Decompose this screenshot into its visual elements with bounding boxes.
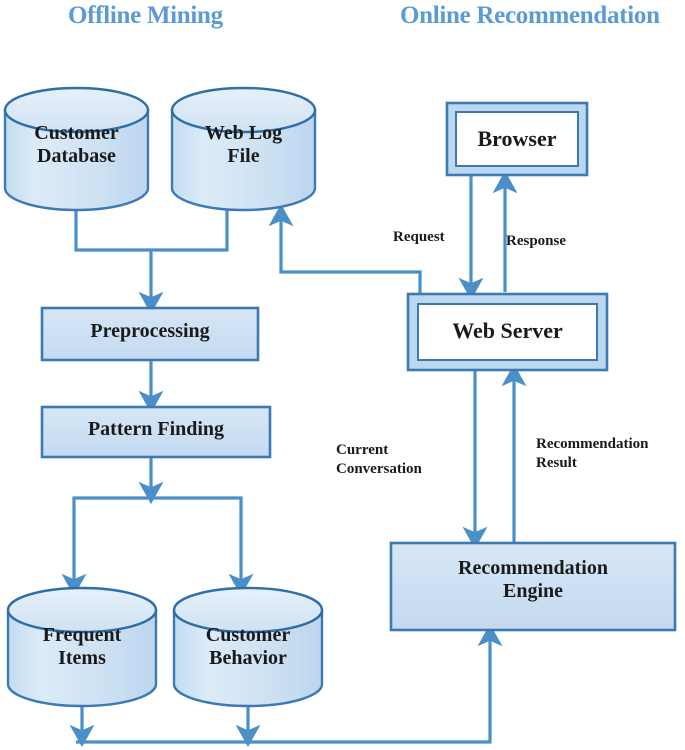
inner-box	[417, 303, 598, 361]
edge-stores-to-recommendation-engine	[76, 623, 503, 744]
node-customer-database[interactable]	[3, 86, 150, 212]
edge-label-current-conversation: Current Conversation	[336, 442, 422, 477]
node-browser[interactable]	[445, 101, 589, 177]
node-recommendation-engine[interactable]	[389, 541, 677, 632]
cylinder-body	[3, 108, 150, 212]
edge-label-recommendation-result: Recommendation Result	[536, 436, 649, 471]
node-frequent-items[interactable]	[6, 586, 158, 708]
section-title-offline-mining: Offline Mining	[68, 2, 223, 29]
inner-box	[455, 111, 579, 167]
edge-web-server-to-web-log	[268, 203, 422, 294]
cylinder-body	[6, 608, 158, 708]
cylinder-top	[172, 586, 324, 634]
node-rect	[389, 541, 677, 632]
node-customer-behavior[interactable]	[172, 586, 324, 708]
node-preprocessing[interactable]	[40, 306, 260, 362]
node-web-server[interactable]	[406, 292, 609, 372]
section-title-online-recommendation: Online Recommendation	[400, 2, 660, 29]
node-web-log-file[interactable]	[170, 86, 317, 212]
node-rect	[40, 405, 272, 459]
edge-pattern-split-bar	[72, 496, 243, 500]
edge-label-response: Response	[506, 233, 567, 249]
edge-label-request: Request	[393, 229, 445, 245]
cylinder-top	[6, 586, 158, 634]
edge-stores-merge	[74, 210, 229, 252]
node-pattern-finding[interactable]	[40, 405, 272, 459]
node-rect	[40, 306, 260, 362]
cylinder-top	[3, 86, 150, 134]
cylinder-body	[170, 108, 317, 212]
cylinder-top	[170, 86, 317, 134]
edge-layer	[61, 170, 527, 748]
cylinder-body	[172, 608, 324, 708]
